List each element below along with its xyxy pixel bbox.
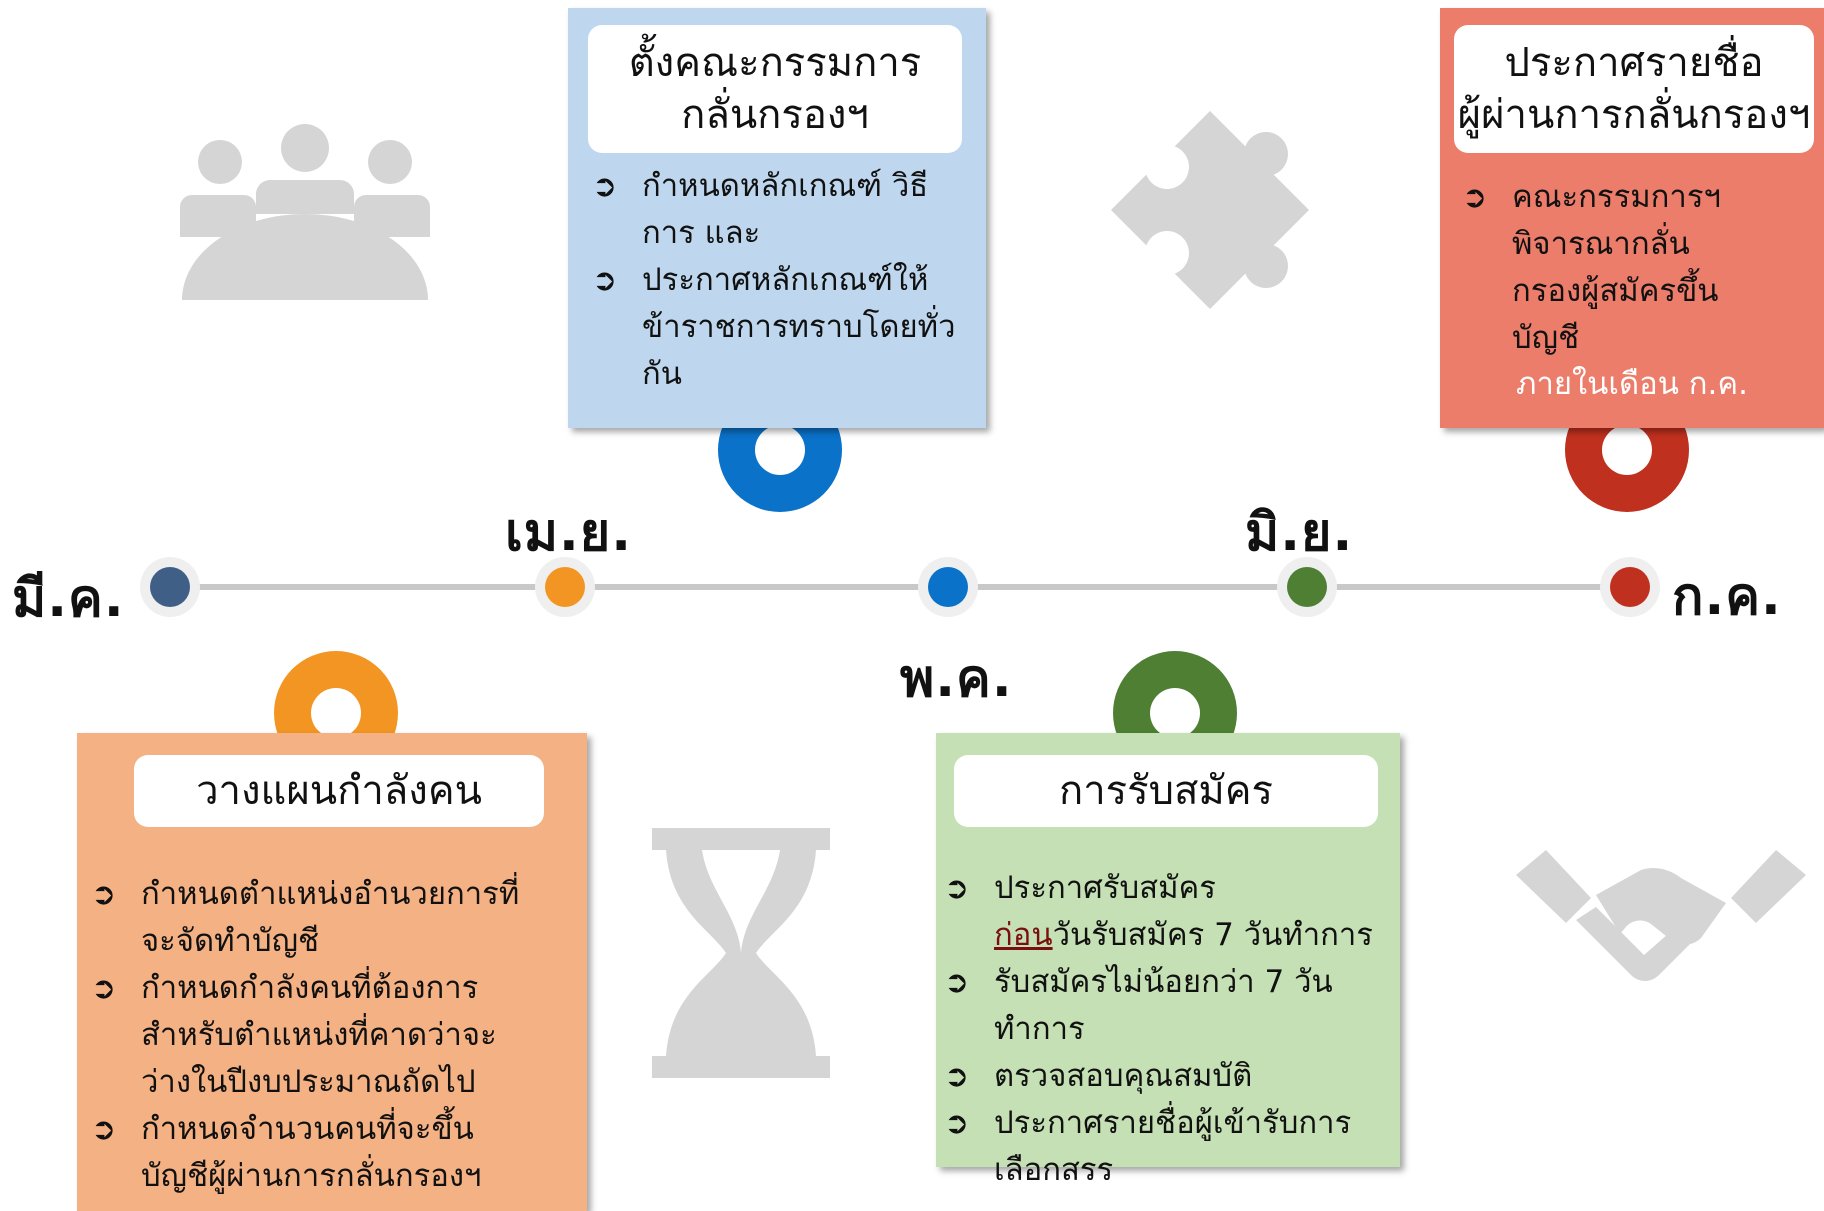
puzzle-icon bbox=[1111, 111, 1309, 309]
before-emphasis: ก่อน bbox=[994, 917, 1053, 953]
announce-bullet-list: ➲คณะกรรมการฯ พิจารณากลั่นกรองผู้สมัครขึ้… bbox=[1462, 174, 1742, 362]
list-item: ➲ประกาศหลักเกณฑ์ให้ข้าราชการทราบโดยทั่วก… bbox=[592, 257, 977, 398]
list-item: ➲ตรวจสอบคุณสมบัติ bbox=[944, 1053, 1394, 1100]
announce-title-line1: ประกาศรายชื่อ bbox=[1504, 40, 1764, 86]
month-mar-label: มี.ค. bbox=[12, 569, 125, 629]
announce-title-line2: ผู้ผ่านการกลั่นกรองฯ bbox=[1457, 92, 1811, 138]
node-may-dot bbox=[928, 567, 968, 607]
pointer-arrow-icon: ➲ bbox=[91, 877, 117, 912]
list-item: ➲กำหนดกำลังคนที่ต้องการสำหรับตำแหน่งที่ค… bbox=[91, 965, 531, 1106]
committee-title-line2: กลั่นกรองฯ bbox=[681, 92, 869, 138]
list-item: ➲ประกาศรายชื่อผู้เข้ารับการเลือกสรร bbox=[944, 1100, 1394, 1194]
node-jul bbox=[1600, 557, 1660, 617]
announce-card: ประกาศรายชื่อ ผู้ผ่านการกลั่นกรองฯ ➲คณะก… bbox=[1440, 8, 1824, 428]
pointer-arrow-icon: ➲ bbox=[91, 1112, 117, 1147]
node-jun bbox=[1277, 557, 1337, 617]
pointer-arrow-icon: ➲ bbox=[592, 263, 618, 298]
planning-card-title: วางแผนกำลังคน bbox=[134, 755, 544, 827]
month-jun-label: มิ.ย. bbox=[1245, 503, 1354, 563]
month-may-label: พ.ค. bbox=[900, 649, 1013, 709]
pointer-arrow-icon: ➲ bbox=[944, 1106, 970, 1141]
announce-card-title: ประกาศรายชื่อ ผู้ผ่านการกลั่นกรองฯ bbox=[1454, 25, 1814, 153]
committee-card-title: ตั้งคณะกรรมการ กลั่นกรองฯ bbox=[588, 25, 962, 153]
pointer-arrow-icon: ➲ bbox=[944, 965, 970, 1000]
list-item: ➲กำหนดจำนวนคนที่จะขึ้นบัญชีผู้ผ่านการกลั… bbox=[91, 1106, 531, 1200]
pointer-arrow-icon: ➲ bbox=[91, 971, 117, 1006]
people-icon bbox=[180, 124, 430, 300]
node-jun-dot bbox=[1287, 567, 1327, 607]
node-jul-dot bbox=[1610, 567, 1650, 607]
pointer-arrow-icon: ➲ bbox=[944, 1059, 970, 1094]
apply-card: การรับสมัคร ➲ประกาศรับสมัครก่อนวันรับสมั… bbox=[936, 733, 1400, 1188]
planning-bullet-list: ➲กำหนดตำแหน่งอำนวยการที่จะจัดทำบัญชี ➲กำ… bbox=[91, 871, 531, 1200]
timeline-line bbox=[170, 584, 1630, 590]
list-item: ➲คณะกรรมการฯ พิจารณากลั่นกรองผู้สมัครขึ้… bbox=[1462, 174, 1742, 362]
hourglass-icon bbox=[652, 828, 830, 1078]
node-apr-dot bbox=[545, 567, 585, 607]
list-item: ➲กำหนดตำแหน่งอำนวยการที่จะจัดทำบัญชี bbox=[91, 871, 531, 965]
pointer-arrow-icon: ➲ bbox=[944, 871, 970, 906]
list-item: ➲กำหนดหลักเกณฑ์ วิธีการ และ bbox=[592, 163, 977, 257]
node-mar-dot bbox=[150, 567, 190, 607]
list-item: ➲ประกาศรับสมัครก่อนวันรับสมัคร 7 วันทำกา… bbox=[944, 865, 1394, 959]
node-mar bbox=[140, 557, 200, 617]
committee-bullet-list: ➲กำหนดหลักเกณฑ์ วิธีการ และ ➲ประกาศหลักเ… bbox=[592, 163, 977, 398]
node-may bbox=[918, 557, 978, 617]
list-item: ➲รับสมัครไม่น้อยกว่า 7 วันทำการ bbox=[944, 959, 1394, 1053]
apply-bullet-list: ➲ประกาศรับสมัครก่อนวันรับสมัคร 7 วันทำกา… bbox=[944, 865, 1394, 1194]
pointer-arrow-icon: ➲ bbox=[1462, 180, 1488, 215]
month-jul-label: ก.ค. bbox=[1672, 567, 1782, 627]
handshake-icon bbox=[1516, 850, 1806, 981]
announce-deadline-note: ภายในเดือน ก.ค. bbox=[1516, 366, 1748, 402]
planning-card: วางแผนกำลังคน ➲กำหนดตำแหน่งอำนวยการที่จะ… bbox=[77, 733, 587, 1211]
node-apr bbox=[535, 557, 595, 617]
month-apr-label: เม.ย. bbox=[505, 503, 633, 563]
committee-title-line1: ตั้งคณะกรรมการ bbox=[628, 40, 922, 86]
apply-card-title: การรับสมัคร bbox=[954, 755, 1378, 827]
committee-card: ตั้งคณะกรรมการ กลั่นกรองฯ ➲กำหนดหลักเกณฑ… bbox=[568, 8, 986, 428]
pointer-arrow-icon: ➲ bbox=[592, 169, 618, 204]
